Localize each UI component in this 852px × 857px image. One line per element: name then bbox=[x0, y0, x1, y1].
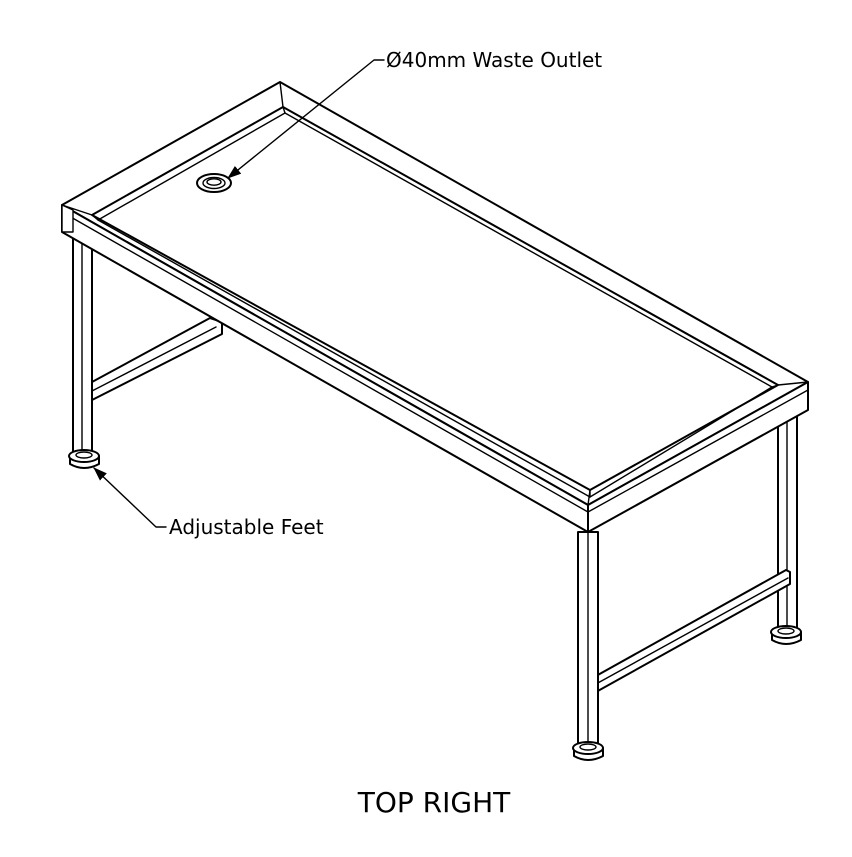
adjustable-feet-label: Adjustable Feet bbox=[169, 515, 324, 539]
left-cross-rail bbox=[91, 317, 223, 401]
view-caption: TOP RIGHT bbox=[357, 786, 511, 819]
waste-outlet-label: Ø40mm Waste Outlet bbox=[386, 48, 602, 72]
rear-right-leg bbox=[777, 411, 798, 629]
table-top bbox=[61, 81, 809, 533]
foot-front-left bbox=[572, 741, 604, 761]
right-cross-rail bbox=[595, 569, 791, 693]
adjustable-feet-callout: Adjustable Feet bbox=[93, 467, 324, 539]
foot-rear-left bbox=[68, 449, 100, 469]
waste-outlet-callout: Ø40mm Waste Outlet bbox=[227, 48, 602, 179]
front-right-edge bbox=[587, 381, 809, 533]
front-left-leg bbox=[577, 531, 599, 747]
rear-left-leg bbox=[72, 231, 93, 453]
foot-rear-right bbox=[770, 625, 802, 645]
waste-outlet bbox=[196, 173, 232, 193]
